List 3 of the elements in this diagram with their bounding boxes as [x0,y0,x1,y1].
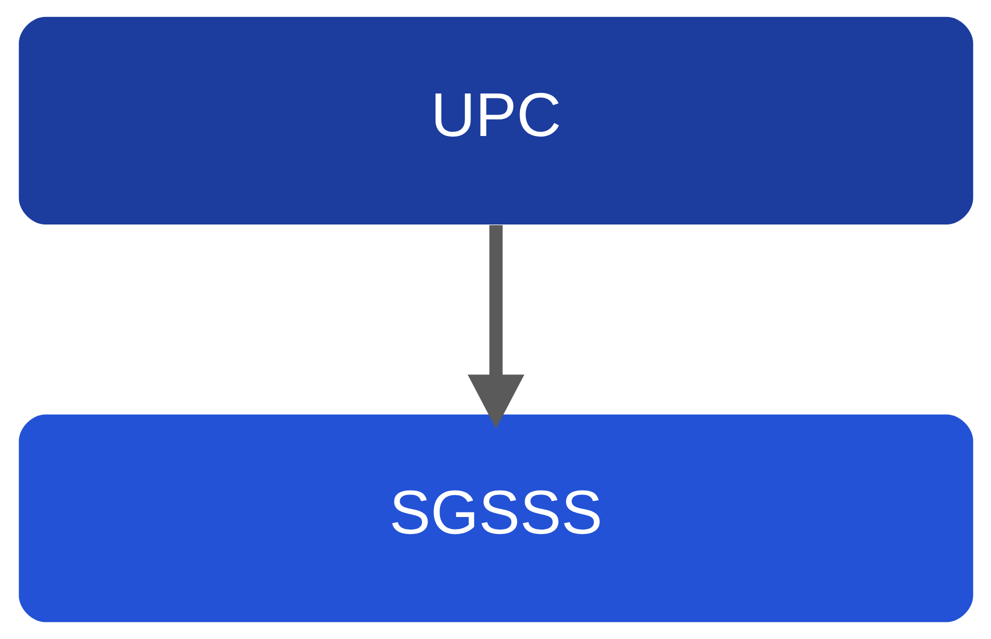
node-box: UPC [18,16,973,224]
node-box: SGSSS [18,414,973,622]
arrow [467,225,524,429]
